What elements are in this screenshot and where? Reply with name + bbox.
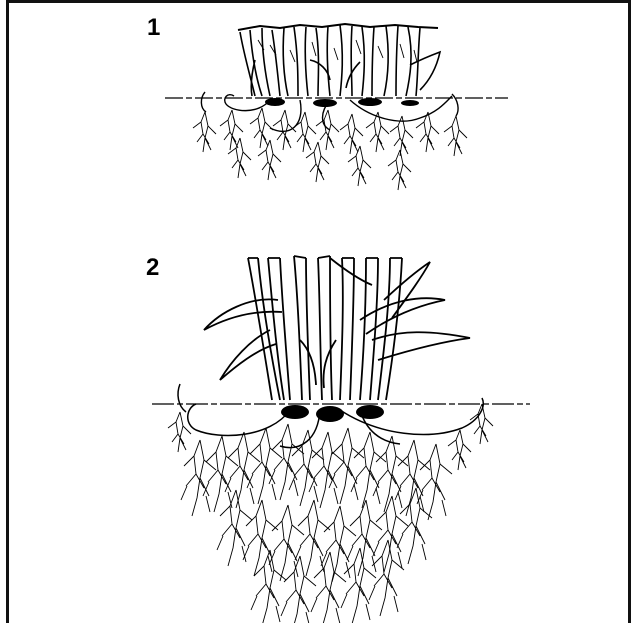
panel-1-illustration (165, 24, 508, 190)
panel-2-illustration (152, 256, 530, 623)
